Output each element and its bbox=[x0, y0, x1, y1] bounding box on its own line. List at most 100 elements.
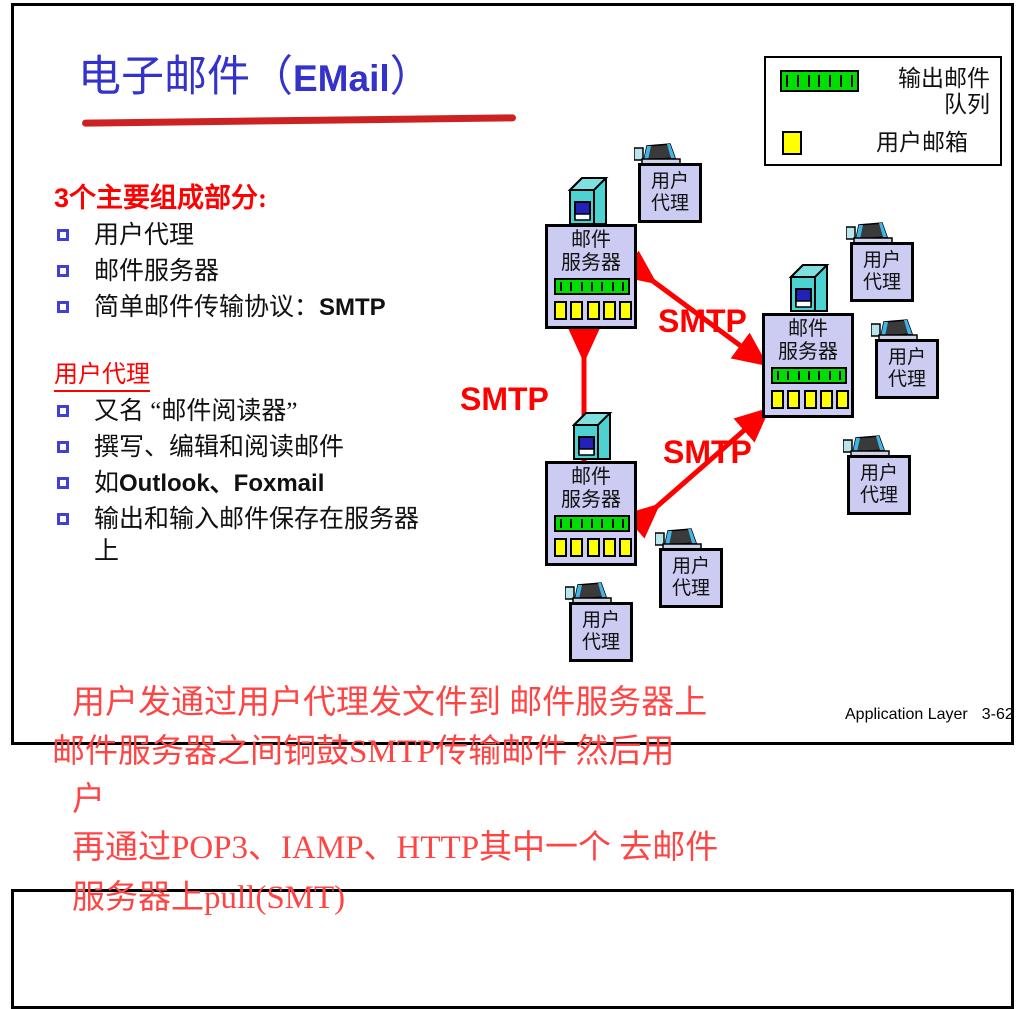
email-architecture-diagram: 邮件 服务器 用户 代理 邮件 服务器 bbox=[460, 143, 939, 662]
server-label-line2: 服务器 bbox=[561, 252, 621, 274]
user-mailbox-icon bbox=[586, 301, 600, 320]
laptop-icon bbox=[871, 319, 918, 341]
bullet-list-user-agent: 又名 “邮件阅读器” 撰写、编辑和阅读邮件 如Outlook、Foxmail 输… bbox=[47, 395, 517, 568]
legend-row-queue bbox=[780, 70, 859, 92]
server-tower-icon bbox=[571, 412, 613, 460]
user-mailbox-icon bbox=[782, 131, 802, 155]
page-title-cn: 电子邮件（ bbox=[78, 54, 293, 101]
arrow-smtp-lower bbox=[623, 407, 771, 539]
agent-label-line2: 代理 bbox=[859, 485, 898, 506]
agent-label-line1: 用户 bbox=[650, 171, 689, 192]
mailbox-row bbox=[554, 538, 632, 557]
user-agent-5[interactable]: 用户 代理 bbox=[659, 548, 723, 608]
server-label-line2: 服务器 bbox=[561, 489, 621, 511]
legend-label-queue: 输出邮件 队列 bbox=[898, 66, 990, 117]
server-label-line1: 邮件 bbox=[571, 229, 611, 251]
user-agent-3[interactable]: 用户 代理 bbox=[875, 339, 939, 399]
agent-label-line2: 代理 bbox=[650, 193, 689, 214]
list-item-label: 上 bbox=[94, 538, 120, 565]
slide-frame-current bbox=[11, 3, 1014, 745]
footer-page-number: 3-62 bbox=[981, 706, 1014, 723]
user-agent-6[interactable]: 用户 代理 bbox=[569, 602, 633, 662]
mailbox-row bbox=[771, 390, 849, 409]
user-agent-4[interactable]: 用户 代理 bbox=[847, 455, 911, 515]
legend-box: 输出邮件 队列 用户邮箱 bbox=[764, 56, 1002, 166]
list-item-continuation: 上 bbox=[47, 535, 517, 568]
list-item: 简单邮件传输协议：SMTP bbox=[47, 291, 517, 324]
mail-server-bottom-left[interactable]: 邮件 服务器 bbox=[545, 461, 637, 566]
list-item-label: 输出和输入邮件保存在服务器 bbox=[94, 506, 420, 533]
annotation-line-1: 用户发通过用户代理发文件到 邮件服务器上 bbox=[72, 685, 708, 721]
section-heading-user-agent: 用户代理 bbox=[54, 354, 150, 392]
agent-label-line2: 代理 bbox=[671, 578, 710, 599]
smtp-label-vertical: SMTP bbox=[460, 381, 549, 417]
user-agent-2[interactable]: 用户 代理 bbox=[850, 242, 914, 302]
agent-label-line2: 代理 bbox=[887, 369, 926, 390]
content-left-column: 3个主要组成部分: 用户代理 邮件服务器 简单邮件传输协议：SMTP 用户代理 … bbox=[47, 176, 517, 571]
diagram-arrows bbox=[568, 250, 771, 539]
laptop-icon bbox=[634, 143, 681, 165]
list-item-label: 又名 “邮件阅读器” bbox=[94, 398, 298, 425]
agent-label-line1: 用户 bbox=[887, 347, 926, 368]
user-mailbox-icon bbox=[619, 538, 632, 557]
list-item-label: 撰写、编辑和阅读邮件 bbox=[94, 434, 345, 461]
server-label-line2: 服务器 bbox=[778, 341, 838, 363]
list-item: 又名 “邮件阅读器” bbox=[47, 395, 517, 428]
server-tower-icon bbox=[567, 177, 609, 225]
smtp-label-upper: SMTP bbox=[658, 303, 747, 339]
list-item-label: 邮件服务器 bbox=[94, 258, 220, 285]
user-mailbox-icon bbox=[554, 301, 567, 320]
list-item-label: 简单邮件传输协议： bbox=[94, 294, 320, 321]
bullet-square-icon bbox=[57, 301, 69, 313]
section-heading-components: 3个主要组成部分: bbox=[54, 183, 268, 213]
agent-label-line1: 用户 bbox=[671, 556, 710, 577]
list-item-label: 用户代理 bbox=[94, 222, 195, 249]
user-mailbox-icon bbox=[570, 301, 584, 320]
arrow-smtp-upper bbox=[619, 250, 769, 367]
user-mailbox-icon bbox=[570, 538, 584, 557]
bullet-square-icon bbox=[57, 441, 69, 453]
server-label-line1: 邮件 bbox=[571, 466, 611, 488]
user-mailbox-icon bbox=[803, 390, 817, 409]
list-item: 如Outlook、Foxmail bbox=[47, 467, 517, 500]
user-mailbox-icon bbox=[586, 538, 600, 557]
user-mailbox-icon bbox=[602, 538, 616, 557]
laptop-icon bbox=[846, 222, 893, 244]
page-title: 电子邮件（EMail） bbox=[78, 42, 433, 104]
server-tower-icon bbox=[788, 264, 830, 312]
outgoing-queue-icon bbox=[771, 367, 847, 384]
bullet-square-icon bbox=[57, 477, 69, 489]
bullet-square-icon bbox=[57, 229, 69, 241]
annotation-line-3: 户 bbox=[72, 782, 105, 818]
mail-server-top-left[interactable]: 邮件 服务器 bbox=[545, 224, 637, 329]
user-mailbox-icon bbox=[602, 301, 616, 320]
agent-label-line1: 用户 bbox=[859, 463, 898, 484]
server-label-line1: 邮件 bbox=[788, 318, 828, 340]
user-mailbox-icon bbox=[836, 390, 849, 409]
mail-server-middle[interactable]: 邮件 服务器 bbox=[762, 313, 854, 418]
bullet-square-icon bbox=[57, 405, 69, 417]
agent-label-line2: 代理 bbox=[581, 632, 620, 653]
user-mailbox-icon bbox=[771, 390, 784, 409]
laptop-icon bbox=[655, 528, 702, 550]
list-item-label: 如 bbox=[94, 470, 120, 497]
list-item: 输出和输入邮件保存在服务器 bbox=[47, 503, 517, 536]
annotation-line-2: 邮件服务器之间铜鼓SMTP传输邮件 然后用 bbox=[52, 734, 675, 770]
user-mailbox-icon bbox=[819, 390, 833, 409]
user-mailbox-icon bbox=[554, 538, 567, 557]
laptop-icon bbox=[565, 582, 612, 604]
laptop-icon bbox=[843, 435, 890, 457]
list-item-latin: SMTP bbox=[319, 294, 386, 321]
user-agent-1[interactable]: 用户 代理 bbox=[638, 163, 702, 223]
page-title-latin: EMail bbox=[293, 58, 390, 99]
annotation-line-5: 服务器上pull(SMT) bbox=[72, 880, 346, 916]
bullet-square-icon bbox=[57, 265, 69, 277]
user-mailbox-icon bbox=[787, 390, 801, 409]
list-item: 撰写、编辑和阅读邮件 bbox=[47, 431, 517, 464]
agent-label-line2: 代理 bbox=[862, 272, 901, 293]
outgoing-queue-icon bbox=[554, 278, 630, 295]
list-item: 用户代理 bbox=[47, 219, 517, 252]
bullet-square-icon bbox=[57, 513, 69, 525]
user-mailbox-icon bbox=[619, 301, 632, 320]
